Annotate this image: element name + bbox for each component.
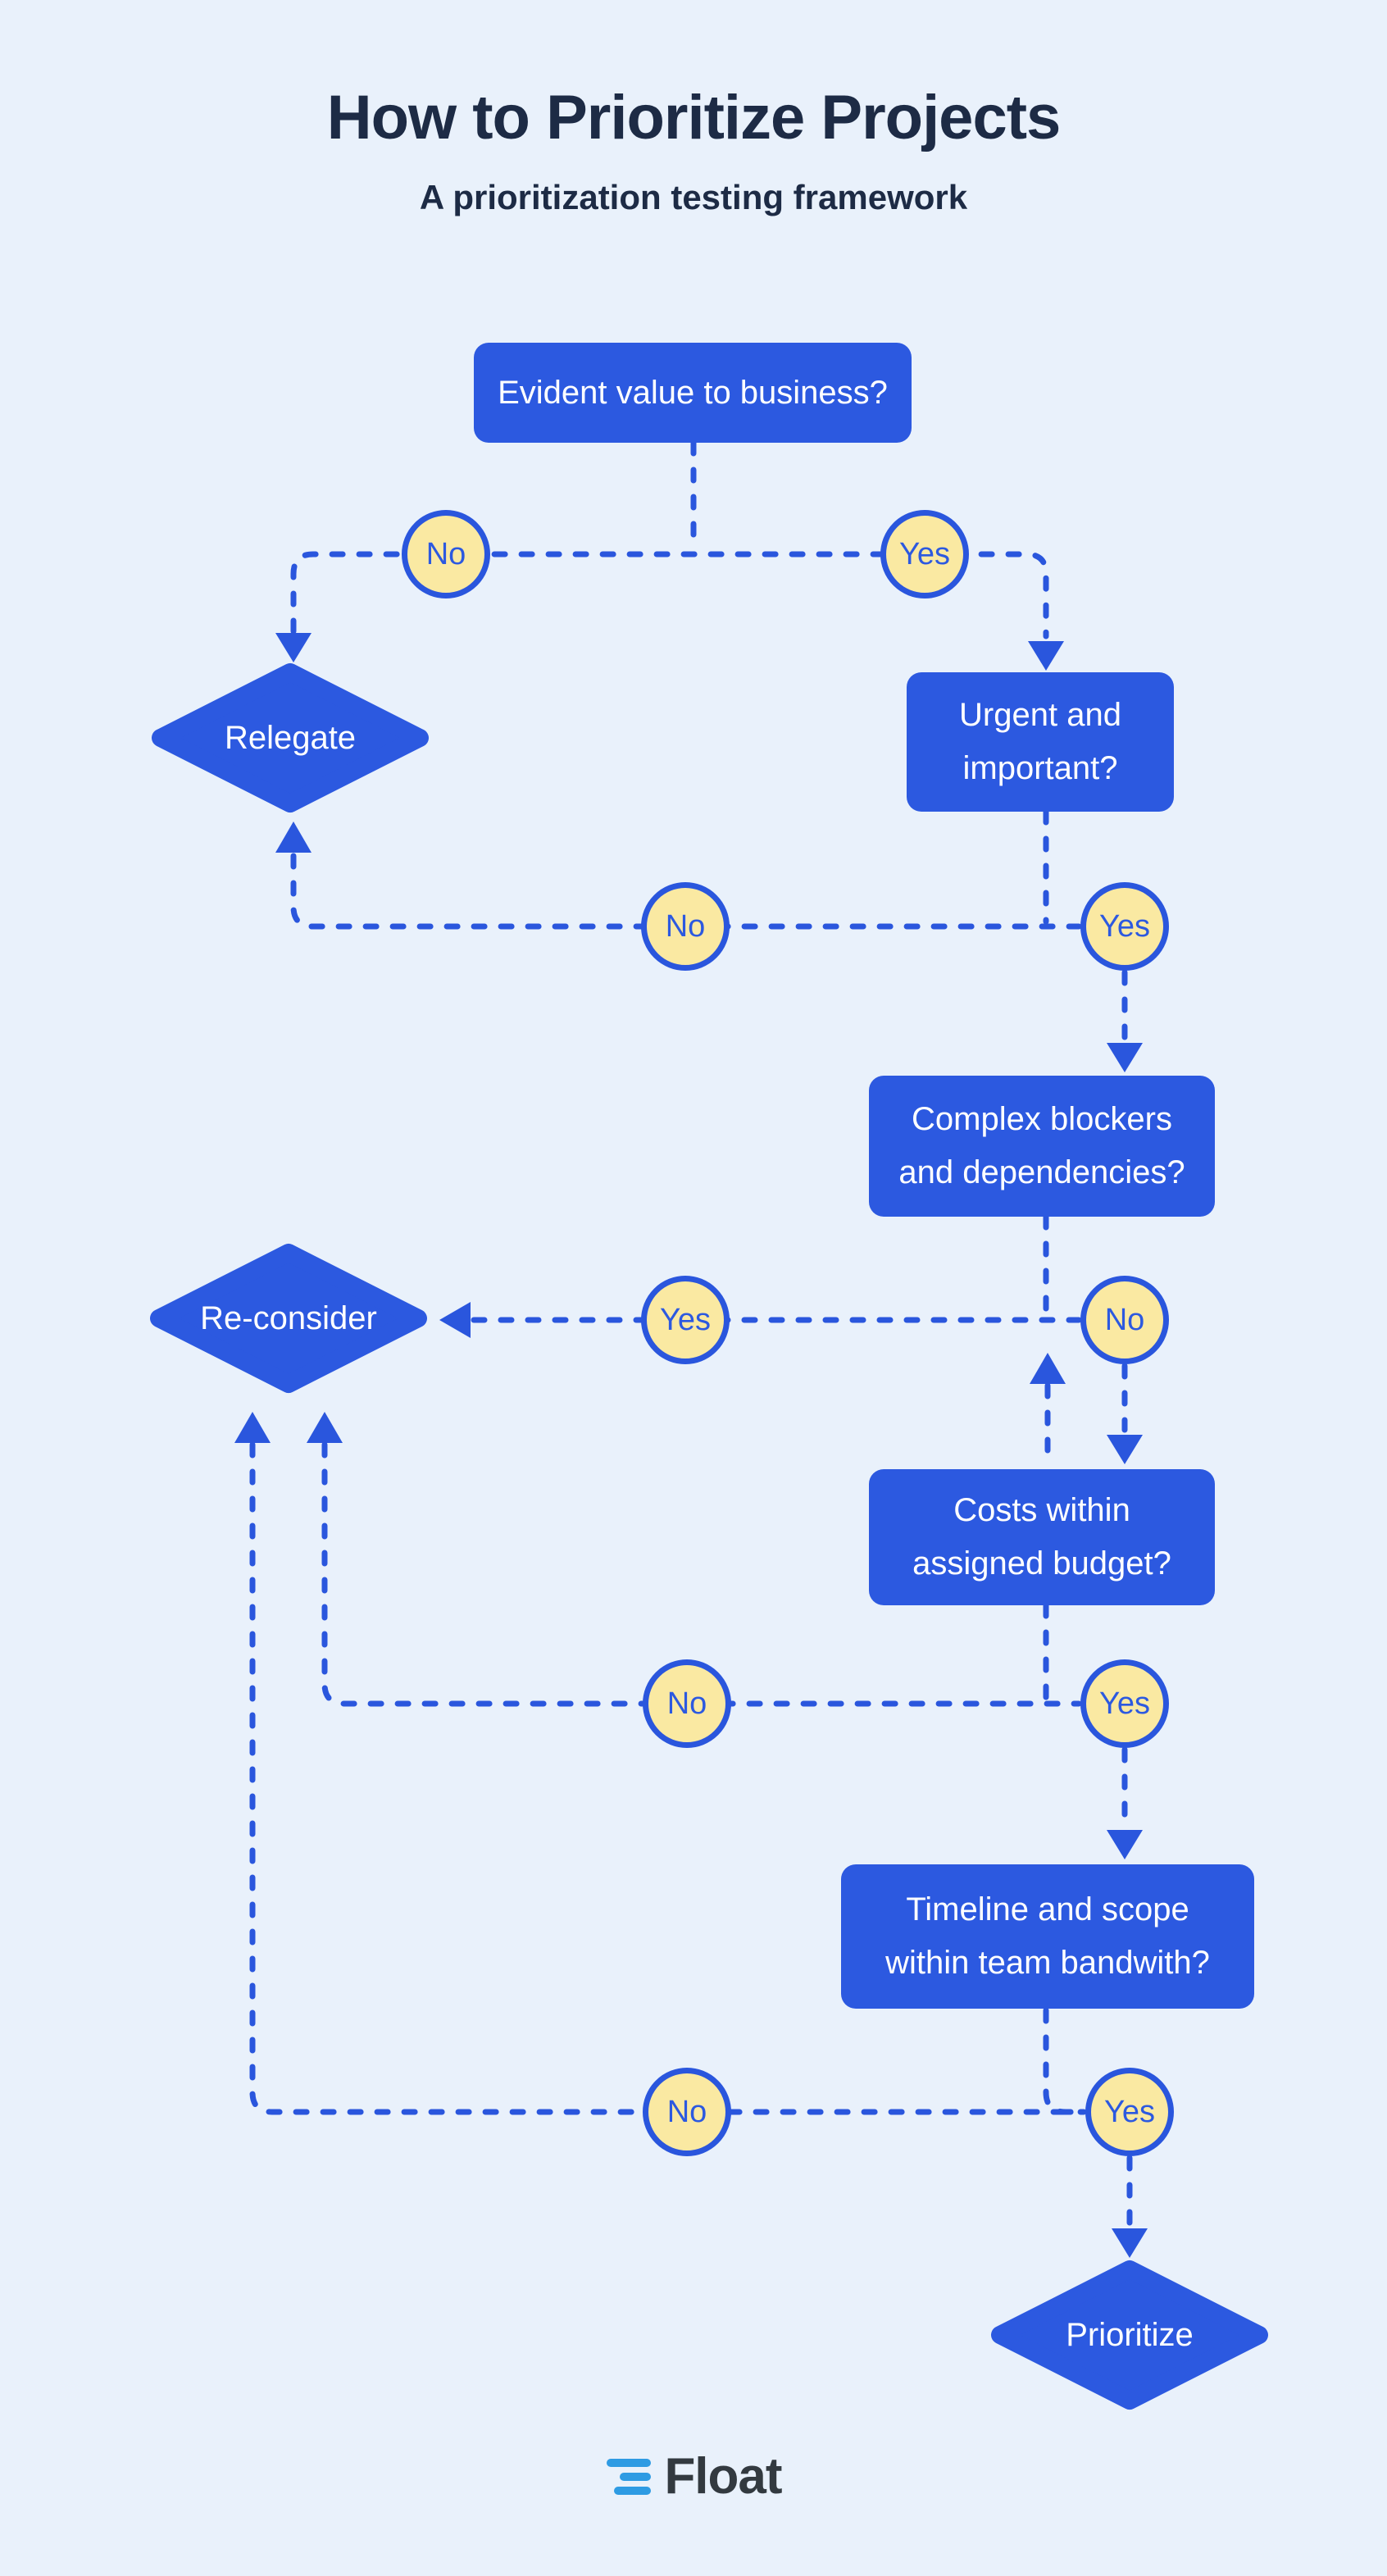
question-text: important? — [962, 750, 1118, 786]
outcome-diamond-relegate: Relegate — [151, 662, 430, 813]
outcome-label: Re-consider — [200, 1299, 377, 1336]
flow-arrowheads — [234, 633, 1148, 2258]
arrowhead-down-icon — [1112, 2228, 1148, 2258]
flow-connector — [1043, 2007, 1085, 2115]
float-bars-icon — [605, 2458, 652, 2495]
question-box-complex-blockers: Complex blockers and dependencies? — [869, 1076, 1215, 1217]
header: How to Prioritize Projects A prioritizat… — [0, 82, 1387, 217]
arrowhead-down-icon — [1107, 1435, 1143, 1464]
question-text: assigned budget? — [912, 1545, 1171, 1582]
flow-connector — [321, 1441, 1082, 1707]
flow-connector — [290, 551, 1049, 639]
page-title: How to Prioritize Projects — [326, 83, 1062, 152]
question-text: Costs within — [953, 1492, 1130, 1529]
flow-connectors — [249, 439, 1133, 2227]
question-text: Complex blockers — [912, 1101, 1172, 1138]
arrowhead-down-icon — [1107, 1830, 1143, 1859]
arrowhead-down-icon — [1107, 1043, 1143, 1072]
question-box-urgent-important: Urgent and important? — [907, 672, 1174, 812]
logo-bar — [614, 2486, 652, 2495]
arrowhead-up-icon — [1030, 1353, 1066, 1384]
logo-bar — [607, 2458, 652, 2467]
decision-circle-row2-yes: Yes — [1080, 882, 1169, 971]
decision-circle-row4-no: No — [643, 1659, 731, 1748]
outcome-diamond-reconsider: Re-consider — [149, 1243, 428, 1394]
flow-connector — [249, 1441, 1087, 2115]
decision-circle-row5-no: No — [643, 2068, 731, 2156]
question-box-evident-value: Evident value to business? — [474, 343, 912, 443]
outcome-label: Prioritize — [1066, 2316, 1194, 2353]
diamond-shape — [991, 2260, 1268, 2410]
outcome-diamond-prioritize: Prioritize — [990, 2260, 1269, 2410]
logo-bar — [620, 2472, 652, 2481]
arrowhead-up-icon — [275, 821, 312, 853]
float-logo: Float — [0, 2447, 1387, 2505]
outcome-label: Relegate — [224, 719, 357, 756]
arrowhead-up-icon — [234, 1412, 271, 1443]
page-subtitle: A prioritization testing framework — [419, 178, 968, 216]
decision-circle-row4-yes: Yes — [1080, 1659, 1169, 1748]
diamond-shape — [150, 1244, 427, 1393]
arrowhead-down-icon — [275, 633, 312, 662]
question-box-timeline-bandwidth: Timeline and scope within team bandwith? — [841, 1864, 1254, 2009]
decision-circle-row3-yes: Yes — [641, 1276, 730, 1364]
decision-circle-row3-no: No — [1080, 1276, 1169, 1364]
float-logo-text: Float — [664, 2448, 782, 2505]
question-text: Urgent and — [959, 697, 1121, 734]
diamond-shape — [152, 663, 429, 812]
arrowhead-down-icon — [1028, 641, 1064, 671]
question-text: Timeline and scope — [906, 1891, 1189, 1928]
flow-connector — [290, 853, 1082, 930]
decision-circle-row2-no: No — [641, 882, 730, 971]
decision-circle-row5-yes: Yes — [1085, 2068, 1174, 2156]
decision-circle-row1-yes: Yes — [880, 510, 969, 598]
question-text: within team bandwith? — [885, 1945, 1210, 1981]
question-box-costs-budget: Costs within assigned budget? — [869, 1469, 1215, 1605]
arrowhead-up-icon — [307, 1412, 343, 1443]
question-text: and dependencies? — [898, 1154, 1185, 1190]
question-text: Evident value to business? — [498, 374, 888, 411]
decision-circle-row1-no: No — [402, 510, 490, 598]
arrowhead-left-icon — [439, 1302, 471, 1338]
